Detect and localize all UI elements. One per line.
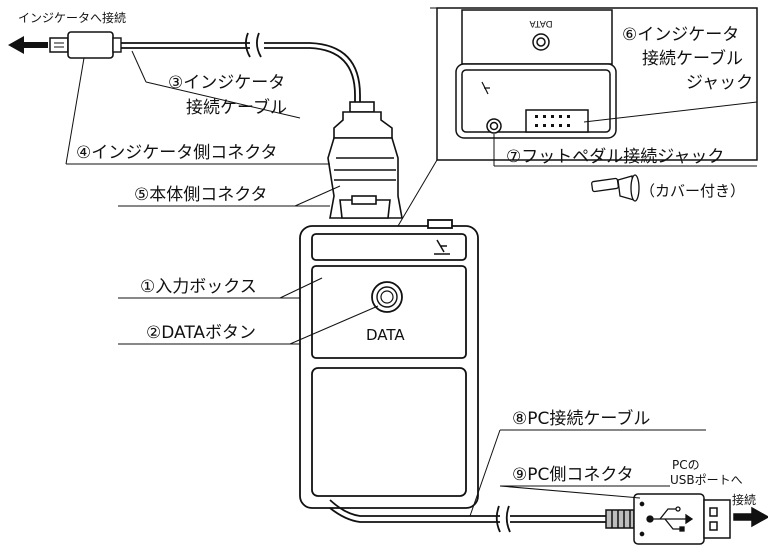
pc-side-connector [605,493,768,545]
usb-symbol-icon [646,506,694,532]
label-connect-pc: 接続 [732,492,756,507]
arrow-right-icon [733,506,768,528]
label-body-side-connector: ⑤本体側コネクタ [134,185,268,205]
inset-data-text: DATA [529,18,553,28]
indicator-cable [121,32,361,104]
label-pc-cable: ⑧PC接続ケーブル [512,408,650,429]
label-pc-usb-2: USBポートへ [670,473,743,487]
data-button[interactable] [371,281,403,313]
label-indicator-cable-2: 接続ケーブル [186,97,287,118]
label-pc-usb-1: PCの [672,458,700,472]
data-button-text: DATA [366,326,405,344]
foot-pedal-icon [434,239,450,255]
arrow-left-icon [8,36,48,54]
label-jack-1: ⑥インジケータ [622,25,739,45]
label-indicator-side-connector: ④インジケータ側コネクタ [76,143,278,163]
label-foot-pedal-jack: ⑦フットペダル接続ジャック [506,147,724,167]
label-pc-side-connector: ⑨PC側コネクタ [512,465,634,485]
micro-plug-tip [49,37,69,53]
label-indicator-cable-1: ③インジケータ [168,73,285,93]
label-jack-3: ジャック [686,73,753,93]
callout-labels: ③インジケータ 接続ケーブル ④インジケータ側コネクタ ⑤本体側コネクタ ①入力… [76,25,756,507]
body-side-connector [327,101,403,219]
leader-lines [65,50,758,517]
foot-pedal-plug [591,174,640,202]
label-cover: （カバー付き） [640,182,745,200]
label-input-box: ①入力ボックス [140,277,257,297]
inset-detail [397,7,758,227]
input-box [299,219,479,509]
indicator-connection: インジケータへ接続 [8,10,126,59]
indicator-side-connector [67,31,114,59]
label-jack-2: 接続ケーブル [642,48,743,69]
label-connect-indicator: インジケータへ接続 [18,10,126,25]
pc-cable [329,499,608,533]
label-data-button: ②DATAボタン [146,323,256,343]
